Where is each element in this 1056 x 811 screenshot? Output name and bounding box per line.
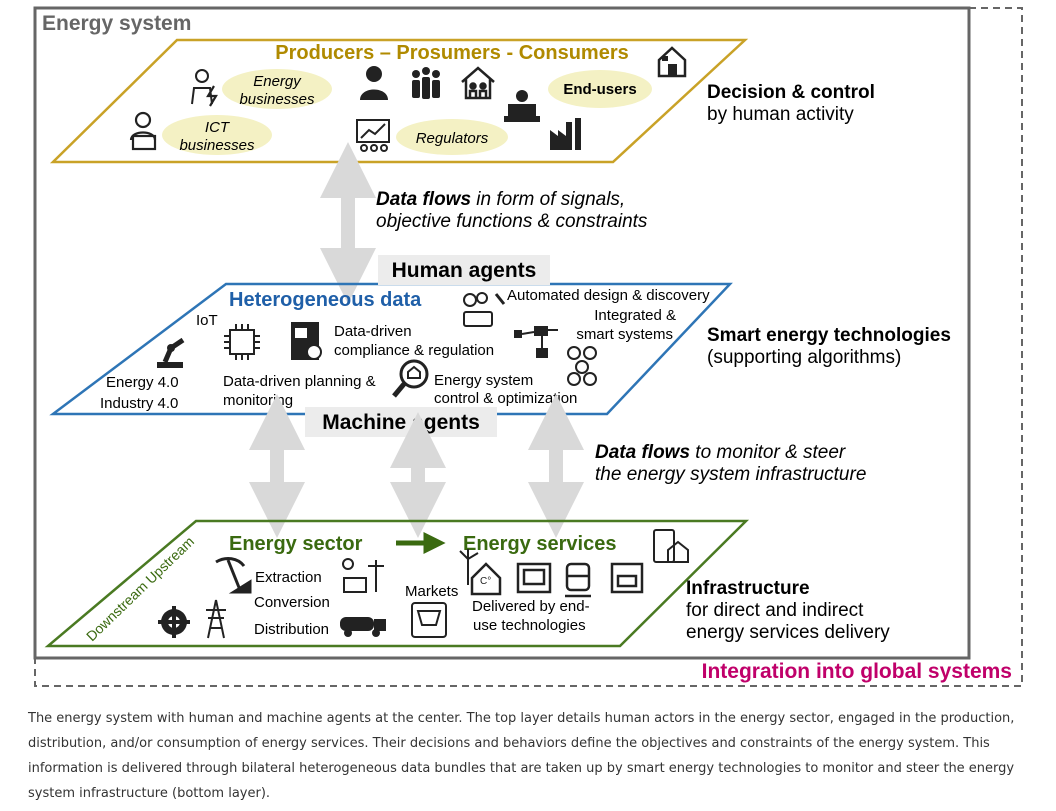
infrastructure-line2: for direct and indirect (686, 600, 864, 621)
gear-power-icon (158, 606, 190, 638)
smart-home-icon: C° (470, 562, 502, 596)
top-flow-rest: in form of signals, (471, 189, 625, 210)
smart-energy-tech-label: Smart energy technologies (707, 325, 951, 346)
top-flow-line1: Data flows in form of signals, (376, 189, 625, 210)
person-icon (360, 66, 388, 100)
machine-agents-label: Machine agents (322, 411, 480, 434)
svg-text:C°: C° (480, 576, 491, 587)
top-layer-plane (49, 38, 749, 164)
appliance-icon (516, 562, 552, 594)
ict-businesses-label-2: businesses (179, 137, 255, 154)
planning-label-2: monitoring (223, 392, 293, 409)
energy-sector-title: Energy sector (229, 533, 363, 555)
top-layer-title: Producers – Prosumers - Consumers (275, 42, 628, 64)
decision-control-label: Decision & control (707, 82, 875, 103)
integrated-label-2: smart systems (576, 326, 673, 343)
caption-line-3: information is delivered through bilater… (28, 761, 1015, 776)
infrastructure-label: Infrastructure (686, 578, 810, 599)
energy-40-label: Energy 4.0 (106, 374, 179, 391)
group-of-people-icon (412, 67, 440, 99)
regulators-label: Regulators (416, 130, 489, 147)
conversion-label: Conversion (254, 594, 330, 611)
bottom-flow-line2: the energy system infrastructure (595, 464, 866, 485)
markets-label: Markets (405, 583, 458, 600)
compliance-label-1: Data-driven (334, 323, 412, 340)
middle-layer-title: Heterogeneous data (229, 289, 422, 311)
control-label-2: control & optimization (434, 390, 577, 407)
bottom-flow-line1: Data flows to monitor & steer (595, 442, 846, 463)
energy-businesses-label-2: businesses (239, 91, 315, 108)
iot-label: IoT (196, 312, 218, 329)
smart-system-diagram-icon (514, 326, 558, 358)
energy-system-diagram: Energy system Integration into global sy… (33, 6, 1023, 687)
market-tablet-icon (411, 602, 447, 638)
worker-lightning-icon (191, 69, 218, 107)
energy-businesses-oval (222, 69, 332, 109)
supporting-algorithms-label: (supporting algorithms) (707, 347, 901, 368)
energy-services-title: Energy services (463, 533, 616, 555)
top-flow-bold: Data flows (376, 189, 471, 210)
automated-design-label: Automated design & discovery (507, 287, 710, 304)
bottom-flow-rest: to monitor & steer (690, 442, 846, 463)
side-label-decision: Decision & control by human activity (707, 82, 875, 125)
figure-caption: The energy system with human and machine… (28, 706, 1028, 806)
planning-label-1: Data-driven planning & (223, 373, 376, 390)
train-icon (565, 562, 591, 598)
smart-grid-icon (567, 346, 597, 386)
end-users-oval (548, 70, 652, 108)
human-agents-label: Human agents (392, 259, 537, 282)
compliance-document-icon (291, 322, 322, 360)
by-human-activity-label: by human activity (707, 104, 854, 125)
top-flow-line2: objective functions & constraints (376, 211, 648, 232)
fuel-truck-icon (340, 617, 386, 637)
mining-pickaxe-icon (215, 557, 252, 594)
magnifier-building-icon (392, 359, 429, 398)
family-house-icon (461, 66, 495, 100)
caption-line-2: distribution, and/or consumption of ener… (28, 736, 990, 751)
caption-line-1: The energy system with human and machine… (28, 711, 1015, 726)
ict-businesses-oval (162, 115, 272, 155)
human-agents-box (378, 255, 550, 285)
delivered-label-1: Delivered by end- (472, 598, 590, 615)
woman-laptop-icon (129, 111, 157, 151)
middle-layer-plane (49, 282, 733, 416)
infrastructure-line3: energy services delivery (686, 622, 890, 643)
control-label-1: Energy system (434, 372, 533, 389)
farm-barn-icon (657, 46, 687, 78)
gear-laptop-icon (463, 292, 506, 327)
energy-system-title: Energy system (42, 12, 191, 35)
industrial-worker-icon (504, 90, 540, 122)
compliance-label-2: compliance & regulation (334, 342, 494, 359)
stove-icon (610, 562, 644, 594)
regulators-oval (396, 119, 508, 155)
iot-chip-icon (224, 324, 260, 360)
sector-to-services-arrow (396, 531, 446, 555)
ict-businesses-label-1: ICT (205, 119, 231, 136)
wind-turbine-icon (459, 549, 479, 585)
energy-businesses-label-1: Energy (253, 73, 302, 90)
renewables-icon (342, 558, 384, 593)
distribution-label: Distribution (254, 621, 329, 638)
end-users-label: End-users (563, 81, 636, 98)
bottom-layer-plane (44, 519, 750, 648)
extraction-label: Extraction (255, 569, 322, 586)
global-systems-label: Integration into global systems (702, 660, 1012, 683)
integrated-label-1: Integrated & (594, 307, 676, 324)
delivered-label-2: use technologies (473, 617, 586, 634)
transmission-tower-icon (206, 599, 226, 639)
bottom-flow-bold: Data flows (595, 442, 690, 463)
market-analytics-icon (356, 119, 390, 152)
caption-line-4: system infrastructure (bottom layer). (28, 786, 271, 801)
factory-icon (550, 118, 581, 150)
energy-system-frame (33, 6, 971, 660)
industry-40-label: Industry 4.0 (100, 395, 178, 412)
smart-home-tablet-icon (653, 529, 689, 563)
robot-arm-icon (157, 337, 185, 368)
